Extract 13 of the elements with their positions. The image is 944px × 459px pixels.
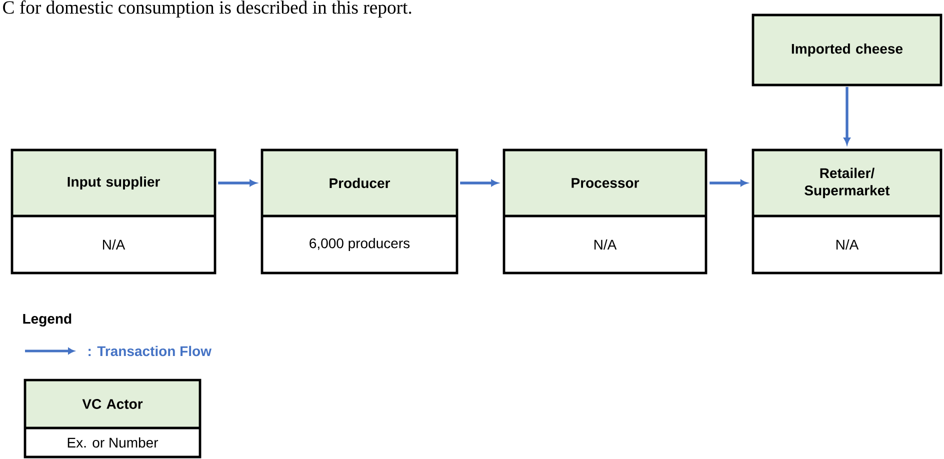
actor-box: Retailer/ Supermarket N/A (752, 148, 942, 274)
legend-text: : Transaction Flow (88, 346, 212, 356)
actor-box: VC Actor Ex. or Number (24, 378, 202, 458)
arrow (460, 180, 498, 186)
arrow (710, 180, 748, 186)
arrow (844, 86, 850, 144)
arrow (218, 180, 256, 186)
actor-box: Input supplier N/A (10, 148, 216, 274)
actor-box: Producer 6,000 producers (260, 148, 458, 274)
actor-box: Processor N/A (502, 148, 708, 274)
legend-heading: Legend (23, 313, 72, 327)
actor-box: Imported cheese (752, 14, 942, 86)
intro-text: C for domestic consumption is described in this report. (3, 0, 412, 18)
